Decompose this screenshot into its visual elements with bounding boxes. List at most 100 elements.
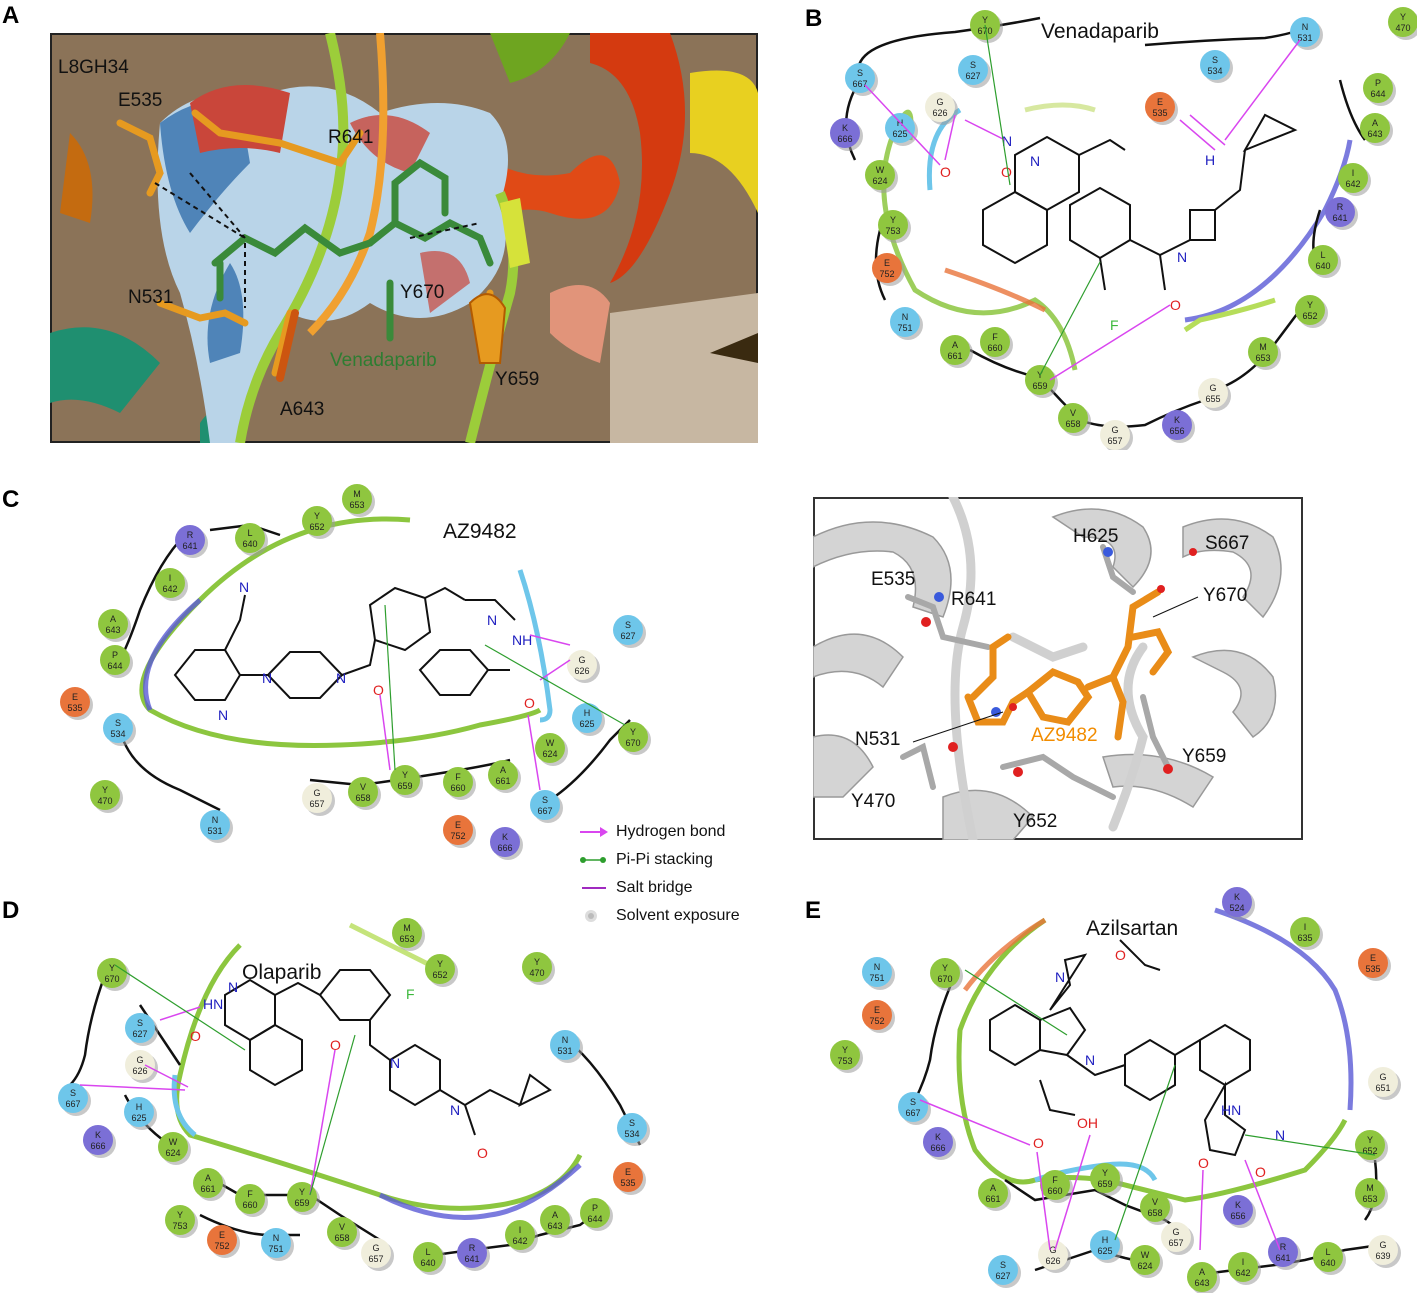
residue-aa: I [519, 1225, 522, 1235]
residue-aa: F [247, 1189, 253, 1199]
residue-badge-a643: A643 [1360, 113, 1393, 146]
residue-number: 656 [1230, 1211, 1245, 1221]
b-atom-o1: O [1001, 164, 1012, 180]
panel-a-render: L8GH34 E535 R641 N531 Y670 A643 Y659 Ven… [50, 33, 758, 443]
residue-number: 531 [1297, 33, 1312, 43]
residue-badge-n531: N531 [550, 1030, 583, 1063]
residue-aa: E [625, 1167, 631, 1177]
residue-aa: Y [299, 1187, 305, 1197]
c3d-residue-y652: Y652 [1013, 811, 1057, 832]
panel-a-residue-y659: Y659 [495, 369, 539, 390]
residue-number: 652 [1362, 1146, 1377, 1156]
residue-aa: A [110, 614, 116, 624]
residue-number: 470 [97, 796, 112, 806]
residue-number: 670 [625, 738, 640, 748]
panel-e-diagram: Azilsartan K524I635E535N751E752Y753Y670S… [830, 887, 1401, 1293]
c-atom-n-hyd: N [487, 612, 497, 628]
residue-aa: G [1111, 425, 1118, 435]
residue-aa: P [1375, 78, 1381, 88]
residue-aa: S [70, 1088, 76, 1098]
d-atom-n-pip2: N [450, 1102, 460, 1118]
residue-aa: W [1141, 1250, 1150, 1260]
residue-aa: K [1235, 1200, 1241, 1210]
e-atom-n3: N [1275, 1127, 1285, 1143]
residue-number: 660 [1047, 1186, 1062, 1196]
pipi-dots-icon [580, 857, 606, 863]
residue-number: 641 [1332, 213, 1347, 223]
residue-aa: I [169, 573, 172, 583]
d-atom-o1: O [190, 1028, 201, 1044]
residue-badge-a643: A643 [1187, 1262, 1220, 1293]
residue-aa: E [1157, 97, 1163, 107]
b-atom-nh: N [1002, 133, 1012, 149]
residue-aa: S [625, 620, 631, 630]
residue-number: 659 [1032, 381, 1047, 391]
panel-a-ligand-label: Venadaparib [330, 350, 437, 371]
residue-badge-h625: H625 [885, 113, 918, 146]
residue-aa: S [910, 1097, 916, 1107]
residue-badge-r641: R641 [175, 525, 208, 558]
residue-badge-y470: Y470 [1388, 7, 1417, 40]
panel-letter-c: C [2, 486, 20, 513]
residue-number: 652 [432, 970, 447, 980]
legend-label: Salt bridge [616, 879, 693, 896]
residue-number: 667 [65, 1099, 80, 1109]
residue-number: 642 [1235, 1268, 1250, 1278]
legend-item-salt-bridge: Salt bridge [578, 874, 778, 902]
residue-number: 751 [268, 1244, 283, 1254]
residue-aa: K [935, 1132, 941, 1142]
b-atom-n3: N [1177, 249, 1187, 265]
residue-aa: R [469, 1243, 476, 1253]
residue-aa: W [546, 738, 555, 748]
residue-number: 641 [182, 541, 197, 551]
residue-badge-y670: Y670 [618, 722, 651, 755]
residue-number: 644 [587, 1214, 602, 1224]
residue-aa: P [112, 650, 118, 660]
residue-aa: S [857, 68, 863, 78]
residue-number: 657 [309, 799, 324, 809]
residue-aa: N [562, 1035, 569, 1045]
panel-a-residue-n531: N531 [128, 287, 173, 308]
residue-aa: H [1102, 1235, 1109, 1245]
residue-aa: K [842, 123, 848, 133]
c3d-residue-e535: E535 [871, 569, 915, 590]
residue-number: 531 [207, 826, 222, 836]
residue-number: 535 [67, 703, 82, 713]
residue-number: 627 [620, 631, 635, 641]
residue-aa: S [115, 718, 121, 728]
residue-number: 752 [869, 1016, 884, 1026]
residue-aa: N [212, 815, 219, 825]
residue-number: 470 [529, 968, 544, 978]
residue-aa: H [584, 708, 591, 718]
residue-badge-y659: Y659 [390, 765, 423, 798]
residue-number: 652 [1302, 311, 1317, 321]
c3d-residue-y659: Y659 [1182, 746, 1226, 767]
b-atom-f: F [1110, 317, 1119, 333]
residue-number: 643 [547, 1221, 562, 1231]
residue-aa: R [1337, 202, 1344, 212]
residue-aa: V [360, 782, 366, 792]
residue-aa: S [137, 1018, 143, 1028]
residue-number: 640 [1315, 261, 1330, 271]
residue-number: 627 [965, 71, 980, 81]
residue-aa: E [874, 1005, 880, 1015]
residue-number: 639 [1375, 1251, 1390, 1261]
